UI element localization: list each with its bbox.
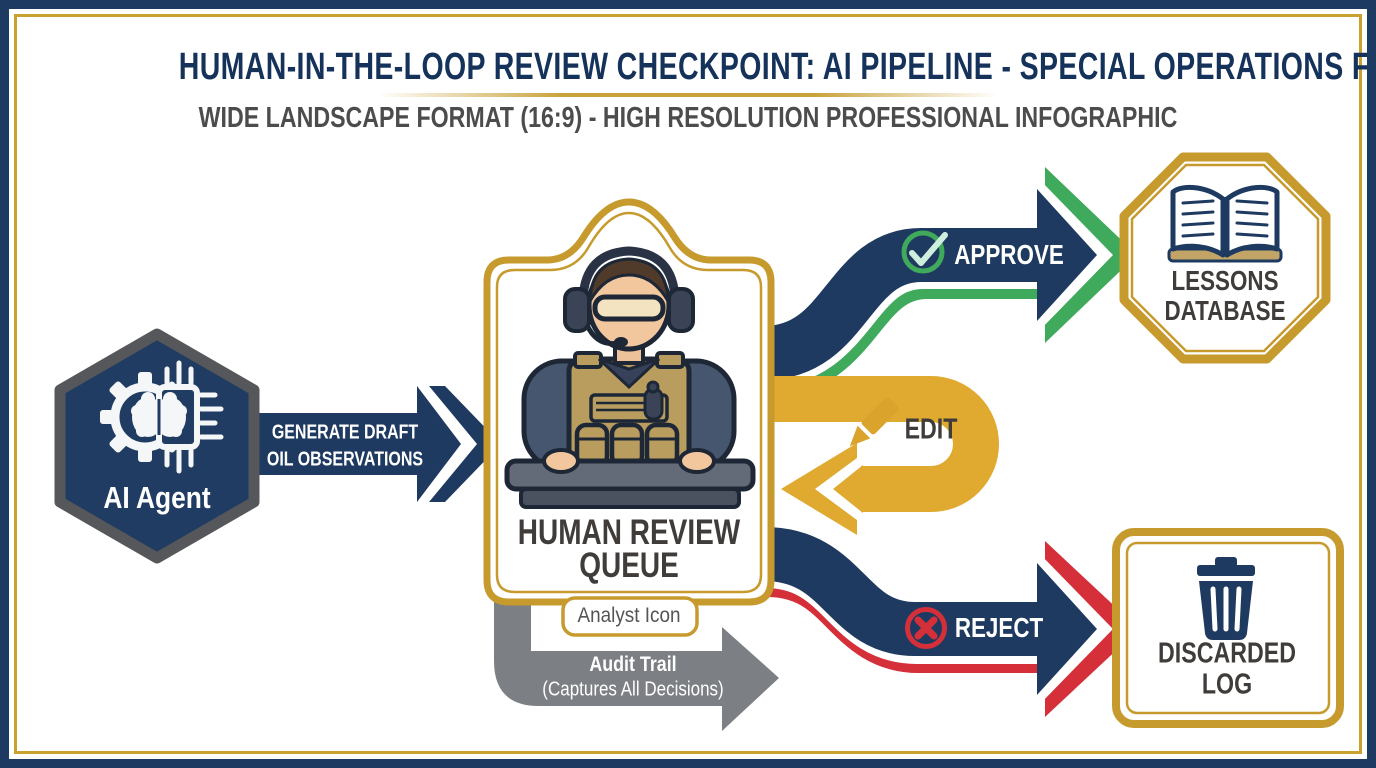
lessons-database-node [1119, 152, 1331, 364]
page-subtitle: WIDE LANDSCAPE FORMAT (16:9) - HIGH RESO… [198, 102, 1178, 134]
human-review-title-line2: QUEUE [579, 546, 679, 585]
ai-agent-node [54, 328, 260, 564]
discarded-log-label-line2: LOG [1201, 668, 1253, 701]
edit-label: EDIT [904, 413, 958, 446]
title-divider [378, 93, 998, 97]
lessons-database-label-line1: LESSONS [1171, 265, 1279, 296]
page-title: HUMAN-IN-THE-LOOP REVIEW CHECKPOINT: AI … [178, 46, 1370, 88]
gear-brain-icon [100, 360, 224, 474]
check-circle-icon [901, 230, 948, 274]
reject-label: REJECT [954, 612, 1044, 643]
analyst-icon-tag [561, 596, 699, 637]
trash-icon [1197, 557, 1255, 640]
lessons-database-label-line2: DATABASE [1164, 295, 1286, 326]
discarded-log-node [1112, 528, 1344, 728]
x-circle-icon [905, 607, 947, 649]
audit-trail-label-line1: Audit Trail [589, 653, 677, 676]
approve-label: APPROVE [954, 239, 1064, 270]
human-review-badge [483, 198, 775, 637]
reject-arrow [762, 527, 1139, 717]
human-review-title-line1: HUMAN REVIEW [517, 513, 741, 552]
edit-arrow [766, 376, 999, 535]
diagram-graphics [54, 152, 1344, 731]
ai-agent-label: AI Agent [103, 480, 211, 515]
discarded-log-label-line1: DISCARDED [1158, 637, 1296, 670]
pencil-icon [849, 397, 899, 447]
book-icon [1167, 184, 1283, 263]
audit-trail-label-line2: (Captures All Decisions) [542, 678, 724, 701]
audit-trail-arrow [494, 599, 779, 731]
generate-arrow-label-line1: GENERATE DRAFT [271, 421, 419, 444]
approve-arrow [762, 167, 1137, 397]
analyst-icon-tag-label: Analyst Icon [577, 604, 681, 627]
generate-arrow-label-line2: OIL OBSERVATIONS [266, 448, 424, 471]
analyst-illustration [504, 246, 756, 509]
